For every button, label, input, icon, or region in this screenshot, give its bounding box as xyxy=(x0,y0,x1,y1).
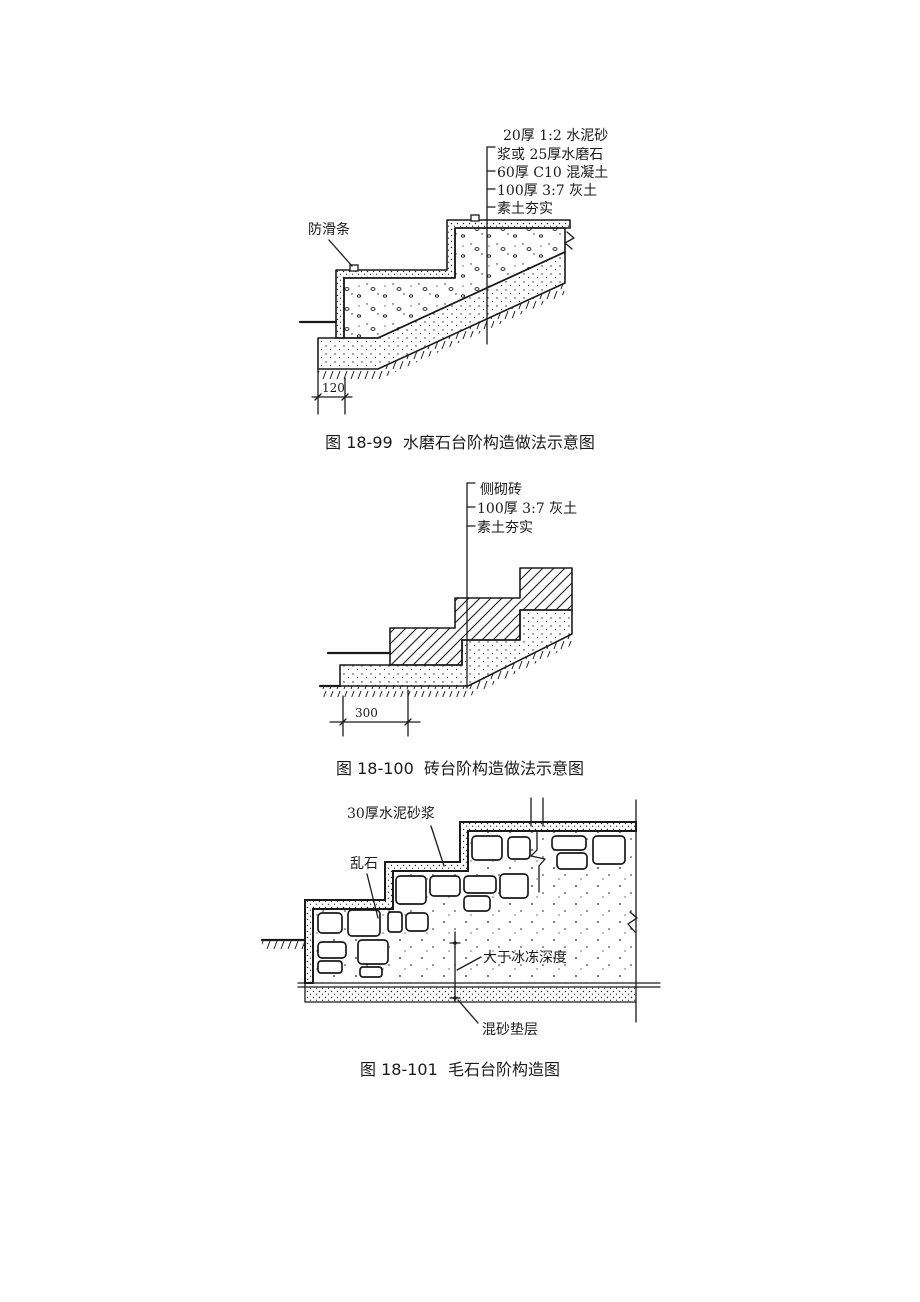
sand-cushion-layer xyxy=(305,987,636,1002)
ground-soil-hatch xyxy=(262,940,305,951)
rubble-stone xyxy=(357,939,389,965)
cushion-label: 混砂垫层 xyxy=(482,1022,538,1038)
rubble-stone xyxy=(507,836,531,860)
stone-label: 乱石 xyxy=(350,856,378,872)
rubble-stone xyxy=(387,911,403,933)
rubble-stone xyxy=(395,875,427,905)
terrazzo-finish-layer xyxy=(335,219,571,339)
figure-caption: 图 18-99 水磨石台阶构造做法示意图 xyxy=(325,433,595,452)
rubble-stone xyxy=(317,912,343,934)
anti-slip-strip xyxy=(470,214,480,222)
rubble-stone xyxy=(405,912,429,932)
dimension-lines xyxy=(311,368,353,415)
figure-terrazzo-steps: 20厚 1:2 水泥砂 浆或 25厚水磨石 60厚 C10 混凝土 100厚 3… xyxy=(298,128,608,415)
layer-leader-ticks xyxy=(466,482,476,527)
rubble-stone xyxy=(463,895,491,912)
anti-slip-label: 防滑条 xyxy=(308,221,350,238)
dimension-dot xyxy=(453,941,457,945)
dimension-value: 120 xyxy=(322,381,345,395)
break-line xyxy=(627,911,638,933)
rubble-stone xyxy=(429,875,461,897)
layer-label: 20厚 1:2 水泥砂 xyxy=(503,128,608,144)
compacted-soil-hatch xyxy=(318,283,565,380)
figure-caption: 图 18-100 砖台阶构造做法示意图 xyxy=(336,759,584,778)
break-line xyxy=(564,231,575,250)
rubble-stone xyxy=(556,852,588,870)
layer-label: 100厚 3:7 灰土 xyxy=(477,501,577,517)
figure-brick-steps: 侧砌砖 100厚 3:7 灰土 素土夯实 300 xyxy=(318,482,577,737)
rubble-stone xyxy=(347,909,381,937)
dimension-value: 300 xyxy=(355,706,378,720)
joint-break-line xyxy=(530,797,546,893)
anti-slip-strip xyxy=(349,264,359,272)
cushion-top-lines xyxy=(297,982,661,988)
figure-rubble-steps: 30厚水泥砂浆 乱石 大于冰冻深度 混砂垫层 xyxy=(260,797,661,1038)
layer-label: 60厚 C10 混凝土 xyxy=(497,165,608,181)
layer-label: 侧砌砖 xyxy=(480,482,522,498)
figure-caption: 图 18-101 毛石台阶构造图 xyxy=(360,1060,560,1079)
cushion-leader xyxy=(457,999,479,1024)
layer-label: 素土夯实 xyxy=(497,201,553,217)
rubble-stone xyxy=(592,835,626,865)
ground-line xyxy=(318,651,392,688)
mortar-label: 30厚水泥砂浆 xyxy=(347,806,435,822)
rubble-stone xyxy=(317,960,343,974)
rubble-stone xyxy=(463,875,497,894)
rubble-stone xyxy=(359,966,383,978)
rubble-stones xyxy=(317,835,626,978)
side-laid-brick xyxy=(389,567,573,666)
rubble-stone xyxy=(317,941,347,959)
layer-label: 素土夯实 xyxy=(477,520,533,536)
frost-depth-leader xyxy=(456,956,482,971)
layer-label: 浆或 25厚水磨石 xyxy=(497,147,603,163)
rubble-stone xyxy=(499,873,529,899)
stone-leader xyxy=(366,873,379,919)
anti-slip-leader xyxy=(328,239,353,267)
layer-label: 100厚 3:7 灰土 xyxy=(497,183,597,199)
mortar-leader xyxy=(430,825,445,867)
dimension-lines xyxy=(329,689,421,737)
frost-depth-label: 大于冰冻深度 xyxy=(483,949,567,966)
rubble-stone xyxy=(471,835,503,861)
rubble-stone xyxy=(551,835,587,851)
layer-leader-ticks xyxy=(486,146,496,208)
dimension-dot xyxy=(453,996,457,1000)
compacted-soil-hatch xyxy=(322,634,572,697)
cushion-outline xyxy=(304,982,637,1003)
